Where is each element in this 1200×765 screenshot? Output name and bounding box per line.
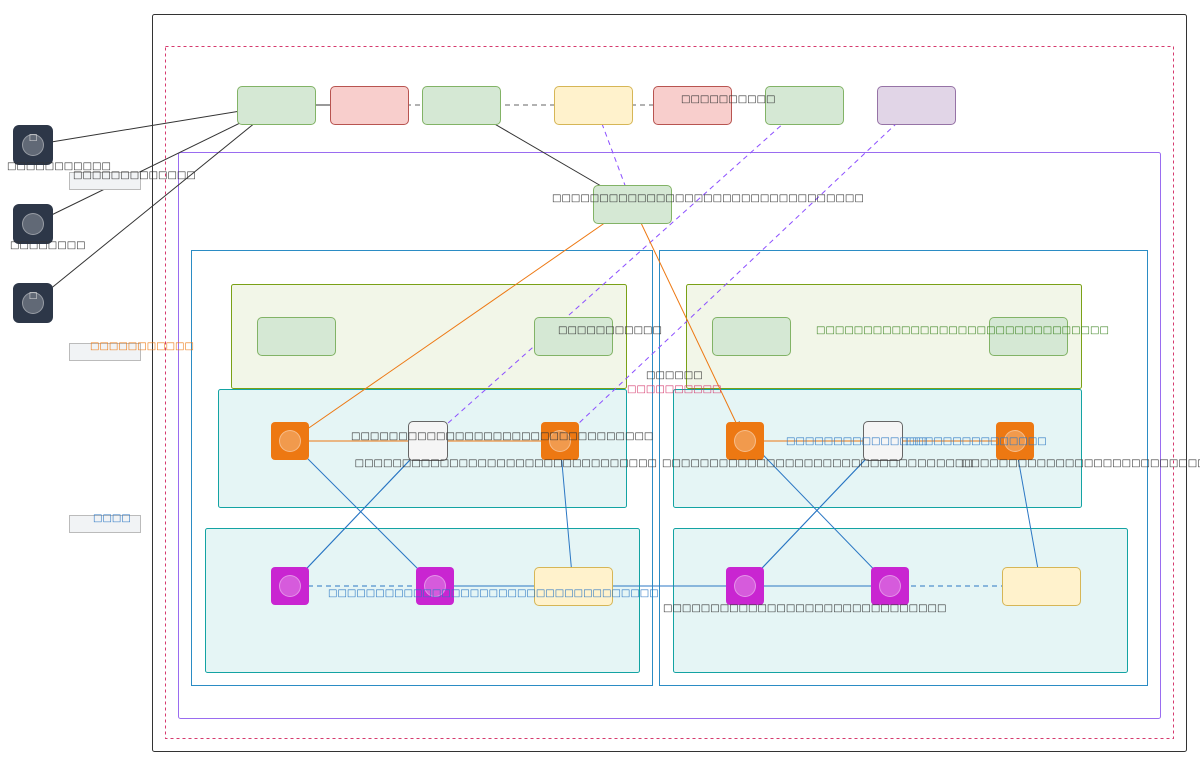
legend-label: □□□□□□□□□□□□□ — [73, 170, 196, 181]
node-label: □□□□□□□□□□□□□□□□□□□□□□□□□□□□□□□□□ — [662, 458, 974, 469]
node-label: □□□□□□□□□□□□□□□□□□□□□□□□□□□□□□□□ — [354, 458, 657, 469]
storage-node-right[interactable] — [1002, 567, 1081, 606]
user-label: □□□□□□□□□□□ — [7, 161, 111, 172]
edges — [32, 101, 1044, 590]
edge-label: □□□□□□□□□□□□□□□□□□□□□□□□□□□□□□□□□□□ — [328, 588, 659, 599]
label: □□□□□□ — [646, 370, 703, 381]
zone-left — [191, 250, 653, 686]
public-node-4[interactable] — [989, 317, 1068, 356]
storage-node-left[interactable] — [534, 567, 613, 606]
top-node-5[interactable] — [653, 86, 732, 125]
database-icon[interactable] — [271, 567, 309, 605]
connector-arrow — [289, 440, 429, 587]
top-node-3[interactable] — [422, 86, 501, 125]
connector-arrow — [559, 440, 577, 587]
database-icon[interactable] — [871, 567, 909, 605]
user-label: □□□□□□□□ — [10, 240, 86, 251]
compute-icon[interactable] — [996, 422, 1034, 460]
node-label: □□□□□□□□□□□□□□□□□□□□□□□□□□ — [961, 458, 1200, 469]
connector-arrow — [1014, 440, 1044, 587]
public-node-1[interactable] — [257, 317, 336, 356]
edge-label: □□□□□□□□□□□□□□□□□□□□□□□□□□□□□□□□ — [351, 431, 654, 442]
public-node-2[interactable] — [534, 317, 613, 356]
user-icon[interactable] — [13, 204, 53, 244]
database-icon[interactable] — [416, 567, 454, 605]
edge-label: □□□□□□□□□□ — [681, 94, 776, 105]
node-label: □□□□□□□□□□□□□□□□□□□□□□□□□□□□□□□□□ — [552, 193, 864, 204]
connector-arrow — [744, 440, 884, 587]
connector-arrow — [289, 203, 633, 442]
legend-box — [69, 343, 141, 361]
connector-arrow — [559, 104, 917, 442]
user-icon[interactable]: □ — [13, 125, 53, 165]
public-subnet-left — [231, 284, 627, 389]
edge-label: □□□□□□□□□□□□□□□ — [786, 436, 928, 447]
top-node-7[interactable] — [877, 86, 956, 125]
top-node-6[interactable] — [765, 86, 844, 125]
edge-label: □□□□□□□□□□□□□□□ — [905, 436, 1047, 447]
connector-arrow — [32, 104, 278, 225]
connector-arrow — [289, 440, 436, 587]
top-node-2[interactable] — [330, 86, 409, 125]
public-node-3[interactable] — [712, 317, 791, 356]
gateway-node-right[interactable] — [863, 421, 903, 461]
outer-boundary — [152, 14, 1187, 752]
connector-arrow — [32, 104, 278, 304]
edge-label: □□□□□□□□□□□ — [558, 325, 662, 336]
label: □□□□□□□□□□ — [627, 384, 722, 395]
legend-box — [69, 172, 141, 190]
edge-label: □□□□□□□□□□□□□□□□□□□□□□□□□□□□□□□ — [816, 325, 1109, 336]
dashed-boundary — [165, 46, 1174, 739]
top-node-4[interactable] — [554, 86, 633, 125]
top-node-1[interactable] — [237, 86, 316, 125]
zone-right — [659, 250, 1148, 686]
database-icon[interactable] — [726, 567, 764, 605]
gateway-node-left[interactable] — [408, 421, 448, 461]
purple-group — [178, 152, 1161, 719]
compute-icon[interactable] — [541, 422, 579, 460]
user-icon[interactable]: □ — [13, 283, 53, 323]
legend-label: □□□□ — [93, 513, 131, 524]
connector-arrow — [427, 104, 805, 442]
legend-box — [69, 515, 141, 533]
node-label: □□□□□□□□□□□□□□□□□□□□□□□□□□□□□□ — [663, 603, 947, 614]
compute-icon[interactable] — [271, 422, 309, 460]
compute-icon[interactable] — [726, 422, 764, 460]
public-subnet-right — [686, 284, 1082, 389]
connector-arrow — [32, 102, 278, 146]
central-node[interactable] — [593, 185, 672, 224]
connector-arrow — [631, 203, 741, 432]
legend-label: □□□□□□□□□□□ — [90, 341, 194, 352]
connector-arrow — [739, 430, 891, 587]
